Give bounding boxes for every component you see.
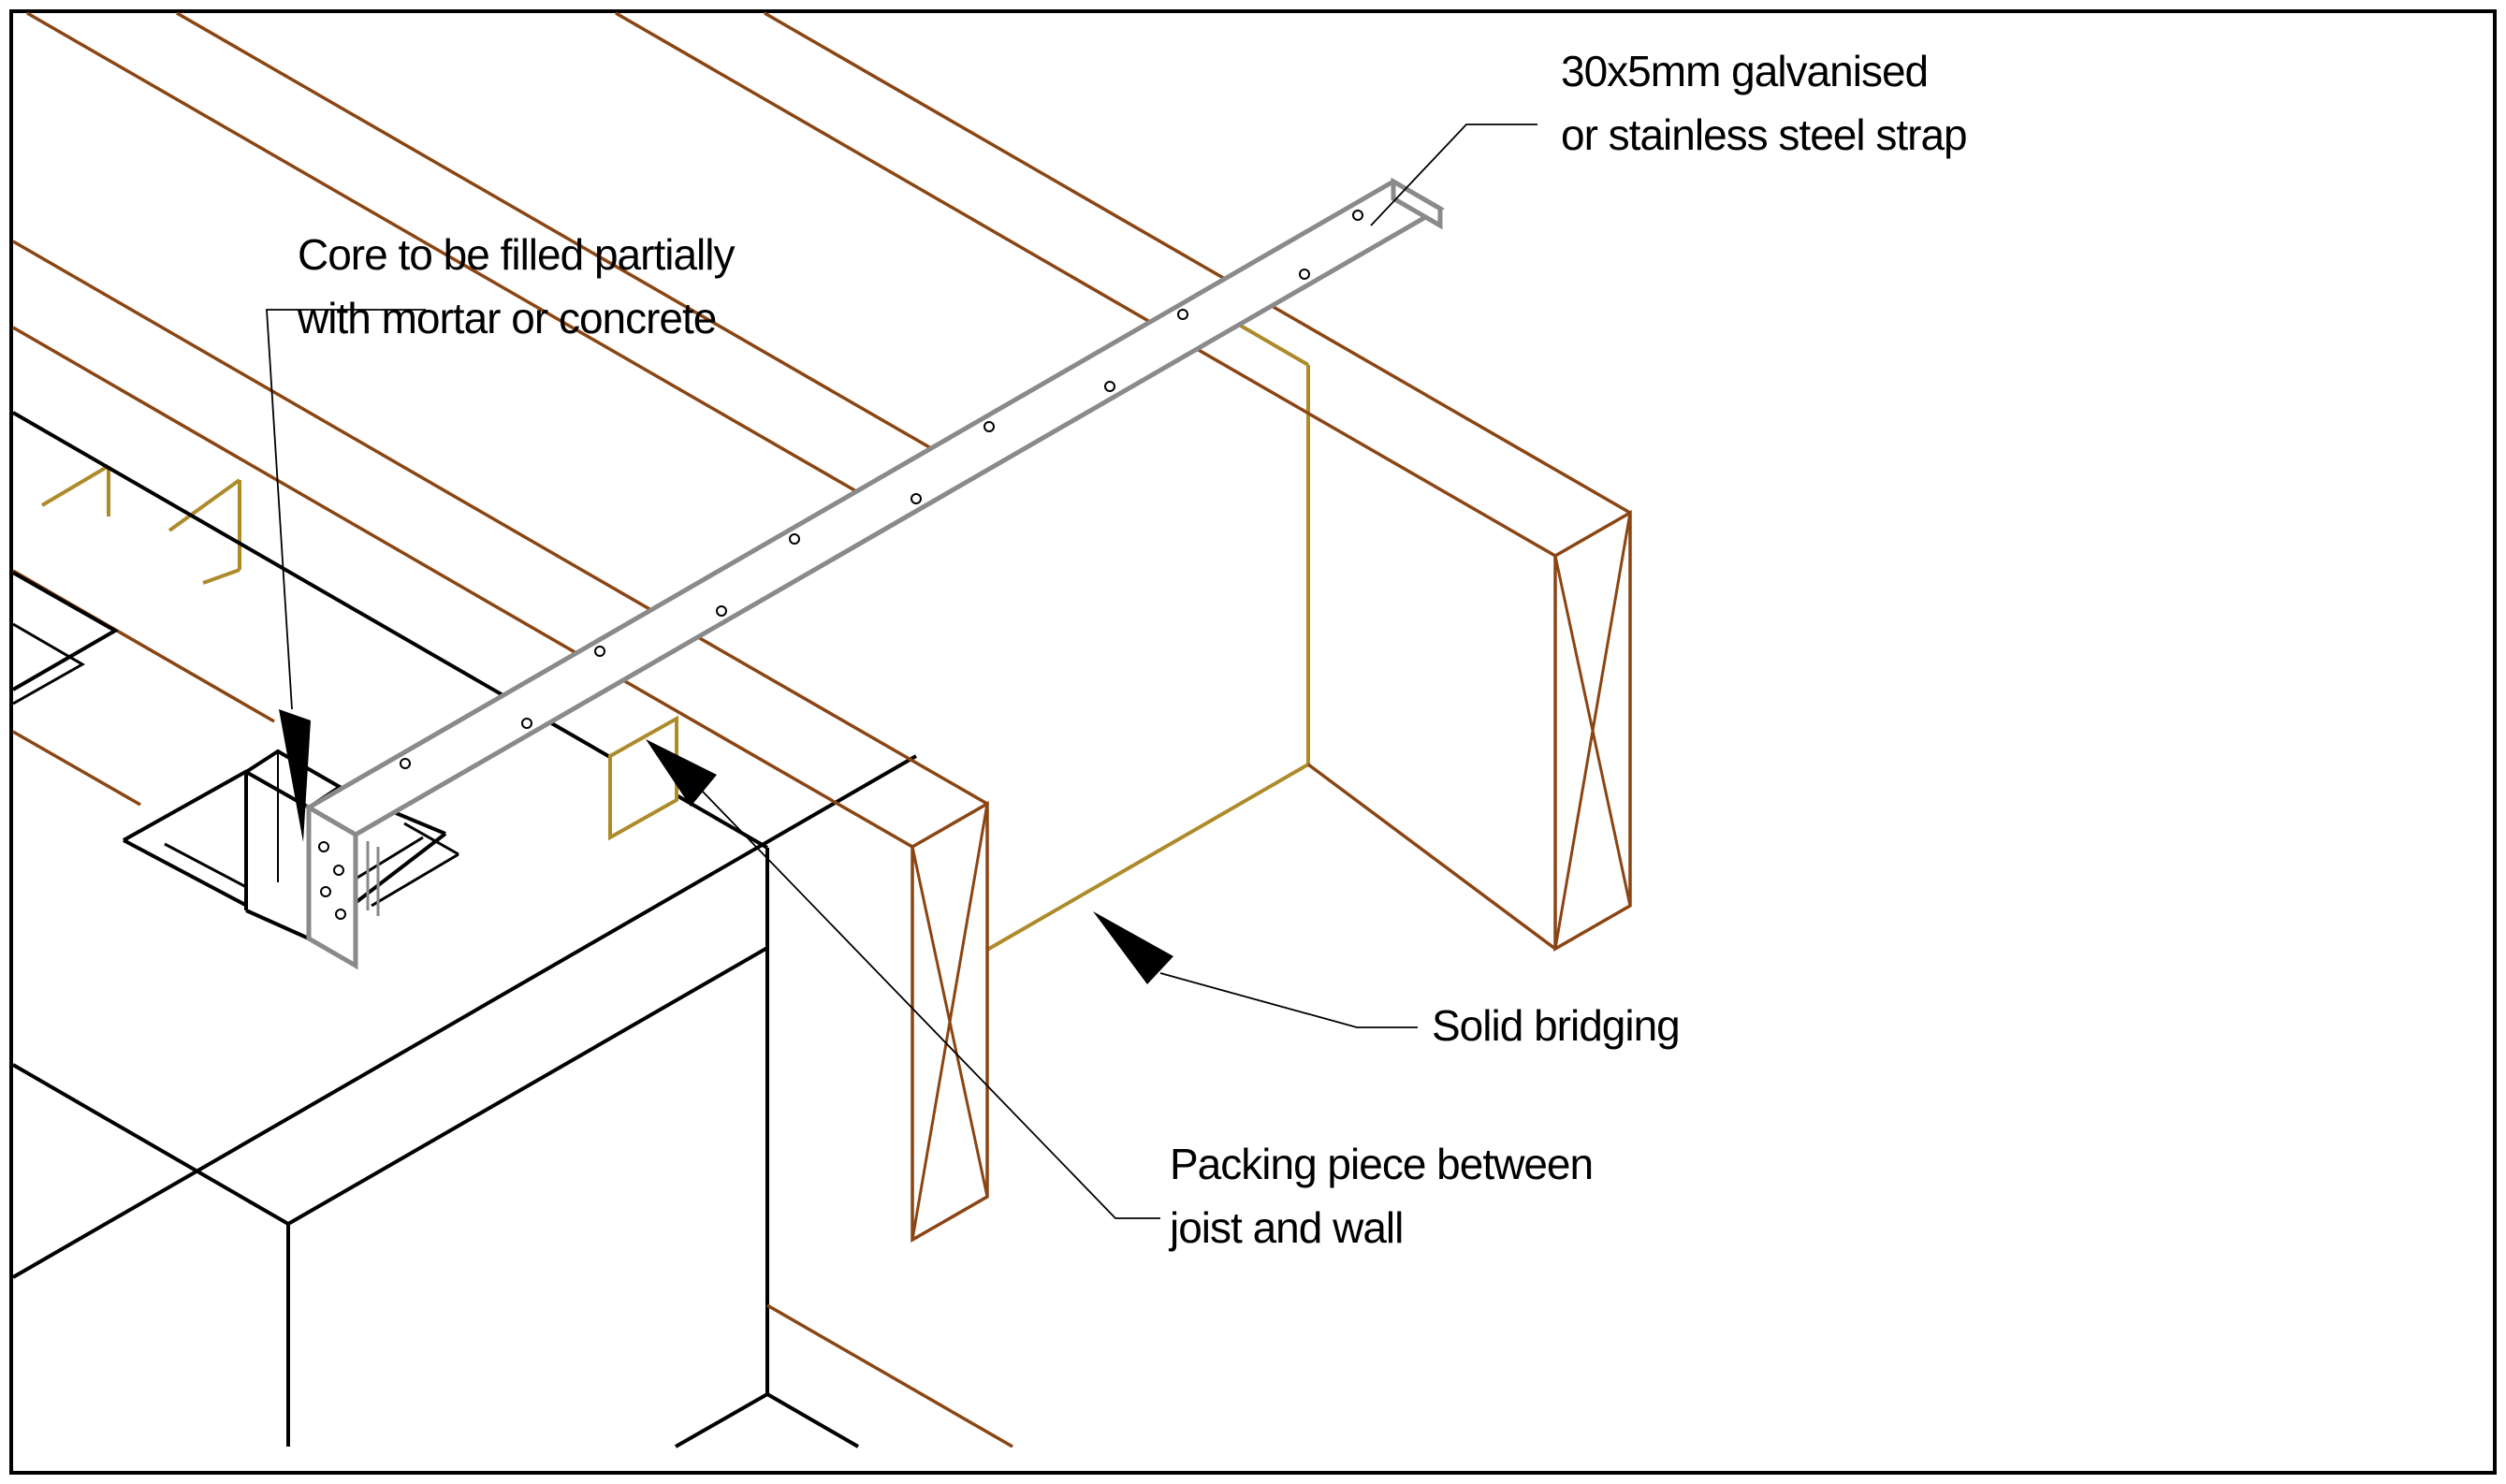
- strap-end-cap: [1391, 177, 1443, 230]
- annotation-labels: 30x5mm galvanised or stainless steel str…: [297, 47, 1968, 1252]
- packing-piece: [608, 715, 678, 841]
- strap-label-line2: or stainless steel strap: [1561, 110, 1967, 159]
- lower-course-edge: [766, 1303, 1013, 1448]
- core-hole: [123, 769, 459, 940]
- packing-arrowhead: [646, 739, 717, 807]
- lower-block-corner: [11, 946, 768, 1447]
- floor-joists-background: [12, 11, 1226, 807]
- restraint-strap: [304, 177, 1445, 970]
- bridging-arrowhead: [1093, 911, 1173, 984]
- bridging-piece-far: [40, 464, 110, 516]
- adjacent-core-lip: [12, 622, 86, 706]
- core-label-line1: Core to be filled partially: [298, 230, 735, 279]
- bridging-label: Solid bridging: [1432, 1001, 1680, 1050]
- strap-screw-holes: [318, 210, 1363, 920]
- joist-edge: [764, 11, 1226, 281]
- joist-edge: [12, 326, 577, 655]
- joist-top-edges: [1196, 304, 1631, 558]
- joist-section-cross: [1553, 512, 1632, 950]
- wall-end-corner: [675, 848, 859, 1448]
- upstand-edges: [244, 772, 342, 940]
- joist-right-section: [1196, 304, 1632, 953]
- joist-edge: [615, 11, 1151, 324]
- strap-vertical-leg: [306, 803, 358, 970]
- bridging-leader-line: [1159, 972, 1418, 1028]
- joist-section-cross: [911, 803, 989, 1241]
- wall-outer-arris: [12, 754, 917, 1279]
- joist-edge: [26, 11, 857, 493]
- joist-top-edges: [622, 635, 988, 849]
- joist-bottom-edge: [1306, 763, 1557, 951]
- packing-leader-line: [701, 790, 1160, 1219]
- strap-leg-inner-edge: [366, 841, 380, 916]
- joist-edge: [12, 240, 652, 612]
- solid-bridging-timbers: [40, 323, 1310, 952]
- bridging-piece-near: [986, 323, 1310, 952]
- core-leader-line: [266, 309, 426, 710]
- core-label-line2: with mortar or concrete: [297, 294, 716, 342]
- core-arrowhead: [279, 709, 311, 842]
- core-hole-inner-lip: [164, 822, 459, 916]
- adjacent-core-opening: [11, 571, 120, 691]
- packing-label-line1: Packing piece between: [1170, 1140, 1593, 1188]
- strap-label-line1: 30x5mm galvanised: [1561, 47, 1928, 95]
- joist-edge: [12, 730, 141, 807]
- drawing-border: [9, 9, 2497, 1475]
- annotation-leaders: [266, 124, 1537, 1219]
- joist-left-section: [622, 635, 989, 1244]
- strap-top-face: [304, 179, 1445, 837]
- bridging-piece-mid: [168, 478, 241, 585]
- blockwork-wall: [11, 411, 1013, 1448]
- core-hole-outline: [123, 769, 447, 940]
- strap-leader-line: [1370, 124, 1537, 226]
- joist-edge: [176, 11, 932, 450]
- packing-label-line2: joist and wall: [1168, 1203, 1403, 1252]
